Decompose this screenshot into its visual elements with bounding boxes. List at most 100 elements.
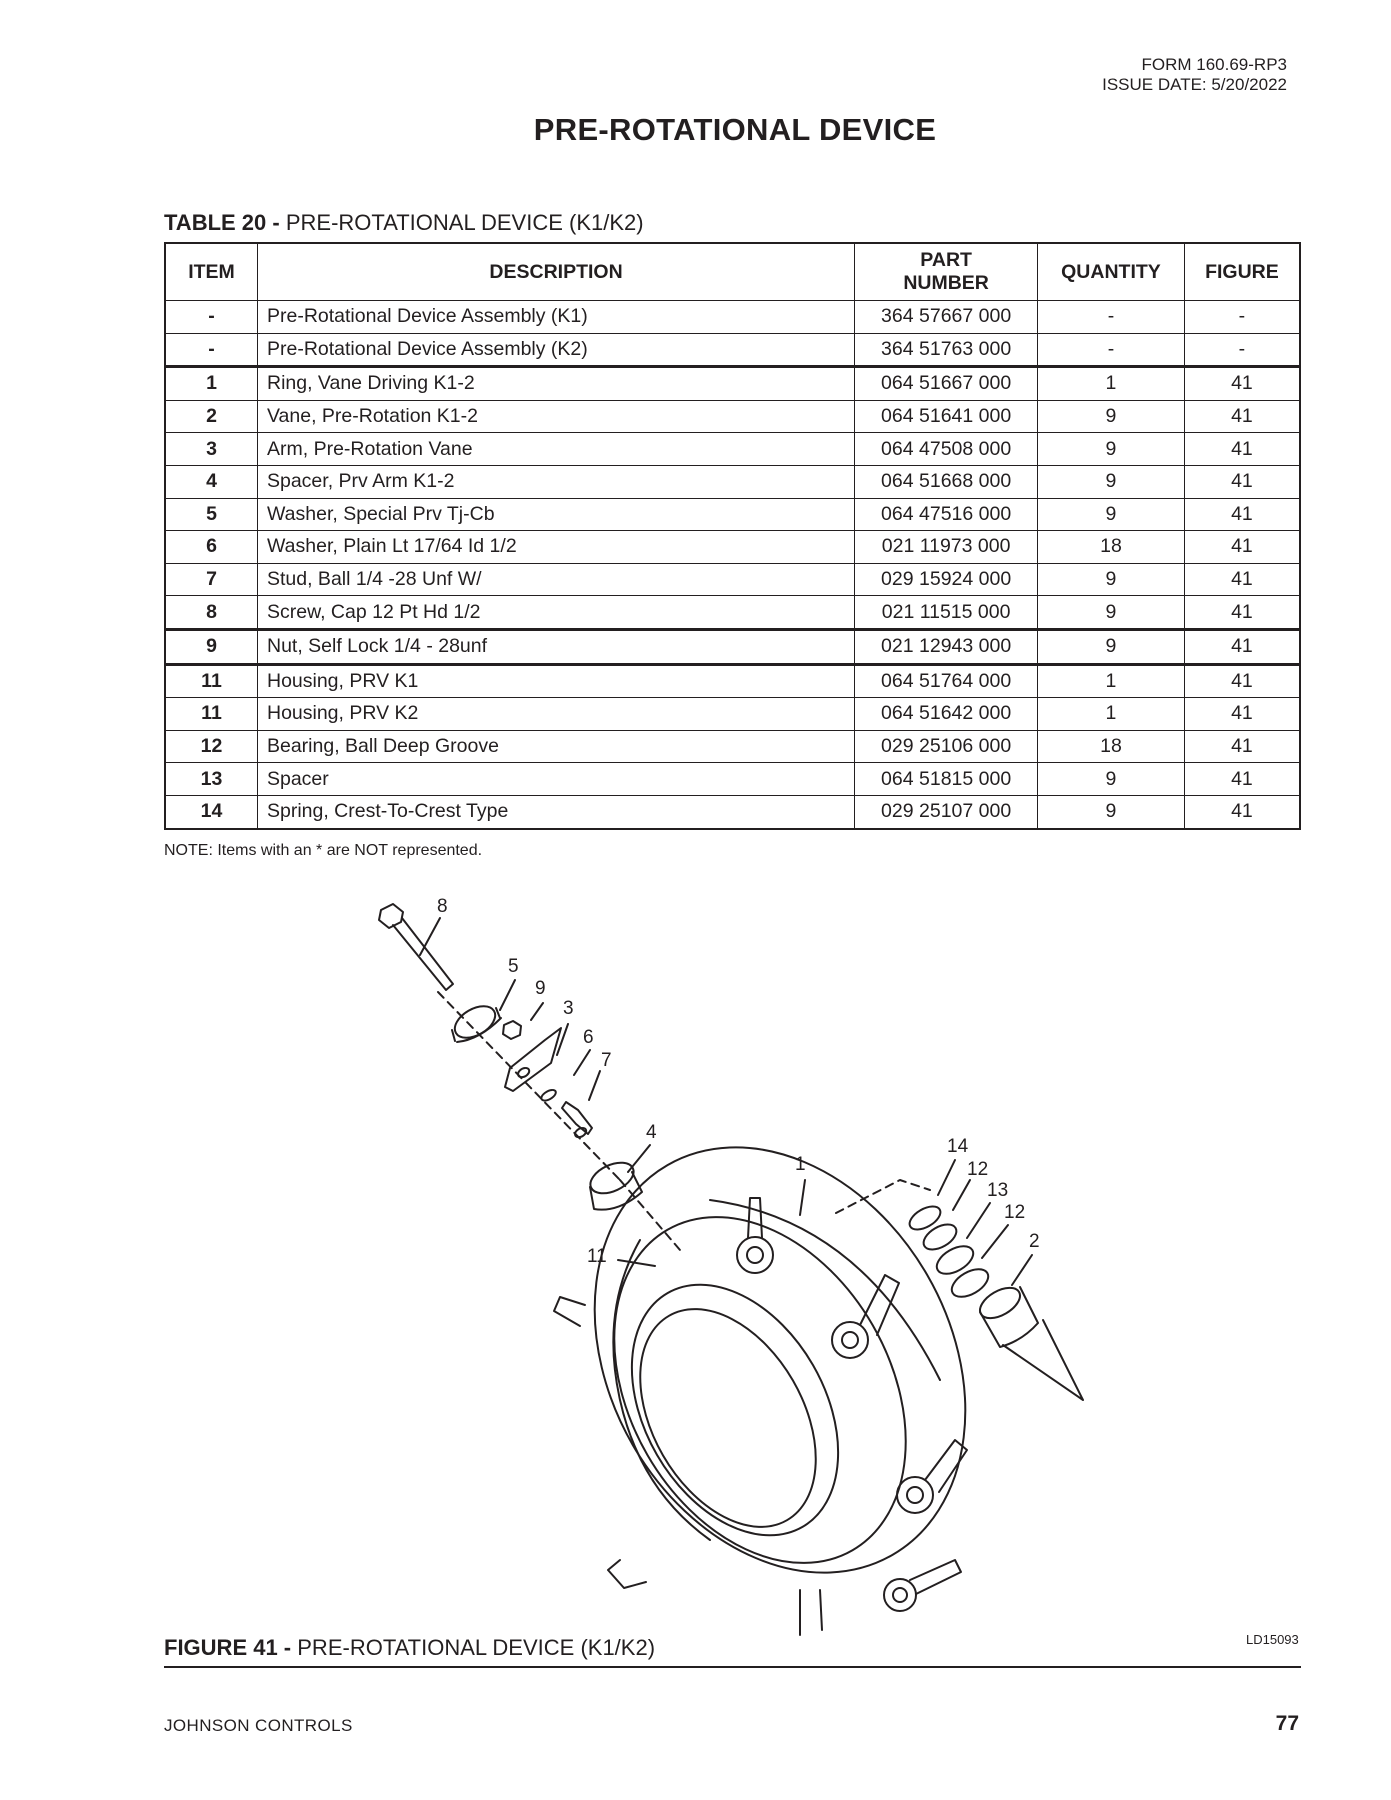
cell-item: 4 [164, 464, 258, 499]
cell-figure: 41 [1183, 562, 1301, 597]
callout-14: 14 [947, 1136, 969, 1157]
figure-caption-text: PRE-ROTATIONAL DEVICE (K1/K2) [291, 1635, 656, 1660]
special-washer-part [451, 1005, 502, 1043]
form-info: FORM 160.69-RP3 ISSUE DATE: 5/20/2022 [1102, 55, 1287, 95]
cell-part-number: 021 12943 000 [854, 627, 1039, 665]
callout-1: 1 [795, 1154, 806, 1175]
leader-lines [419, 917, 1033, 1286]
page-number: 77 [1275, 1712, 1299, 1735]
cell-part-number: 029 25106 000 [854, 729, 1039, 764]
cell-figure: 41 [1183, 662, 1301, 699]
cell-part-number: 064 51668 000 [854, 464, 1039, 499]
cap-screw-part [378, 903, 454, 991]
issue-date: ISSUE DATE: 5/20/2022 [1102, 75, 1287, 94]
cell-item: 11 [164, 697, 258, 731]
cell-quantity: 1 [1037, 697, 1185, 731]
callout-5: 5 [508, 956, 519, 977]
cell-part-number: 364 51763 000 [854, 332, 1039, 368]
table-caption-text: PRE-ROTATIONAL DEVICE (K1/K2) [279, 210, 644, 235]
cell-figure: 41 [1183, 697, 1301, 731]
callout-12b: 12 [1004, 1202, 1025, 1223]
table-caption-label: TABLE 20 - [164, 210, 280, 235]
cell-figure: 41 [1183, 762, 1301, 796]
cell-part-number: 064 47508 000 [854, 432, 1039, 466]
page-title: PRE-ROTATIONAL DEVICE [533, 112, 937, 147]
cell-item: 3 [164, 432, 258, 466]
cell-description: Spring, Crest-To-Crest Type [256, 794, 856, 830]
cell-quantity: 9 [1037, 464, 1185, 499]
cell-figure: 41 [1183, 497, 1301, 532]
cell-description: Spacer, Prv Arm K1-2 [256, 464, 856, 499]
header-quantity: QUANTITY [1037, 242, 1185, 301]
cell-description: Spacer [256, 762, 856, 796]
cell-part-number: 021 11973 000 [854, 530, 1039, 564]
cell-quantity: 18 [1037, 530, 1185, 564]
arm-spacer-part [589, 1161, 643, 1211]
ring-arms [736, 1197, 968, 1612]
cell-item: 11 [164, 662, 258, 699]
table-caption: TABLE 20 - PRE-ROTATIONAL DEVICE (K1/K2) [164, 210, 644, 236]
cell-figure: - [1183, 300, 1301, 334]
cell-description: Housing, PRV K2 [256, 697, 856, 731]
cell-part-number: 364 57667 000 [854, 300, 1039, 334]
cell-description: Stud, Ball 1/4 -28 Unf W/ [256, 562, 856, 597]
table-row: -Pre-Rotational Device Assembly (K2)364 … [164, 332, 1301, 368]
callout-13: 13 [987, 1180, 1008, 1201]
callout-11: 11 [587, 1246, 607, 1267]
table-note: NOTE: Items with an * are NOT represente… [164, 842, 483, 859]
cell-figure: 41 [1183, 432, 1301, 466]
cell-quantity: 9 [1037, 399, 1185, 434]
cell-quantity: 9 [1037, 762, 1185, 796]
callout-8: 8 [437, 896, 448, 917]
cell-description: Nut, Self Lock 1/4 - 28unf [256, 627, 856, 665]
cell-description: Arm, Pre-Rotation Vane [256, 432, 856, 466]
ball-stud-part [561, 1101, 593, 1139]
cell-figure: 41 [1183, 464, 1301, 499]
cell-figure: 41 [1183, 595, 1301, 630]
parts-table-body: -Pre-Rotational Device Assembly (K1)364 … [164, 300, 1301, 830]
cell-quantity: 9 [1037, 432, 1185, 466]
cell-description: Ring, Vane Driving K1-2 [256, 365, 856, 401]
cell-description: Housing, PRV K1 [256, 662, 856, 699]
cell-item: 13 [164, 762, 258, 796]
cell-part-number: 064 51815 000 [854, 762, 1039, 796]
cell-item: - [164, 300, 258, 334]
cell-figure: 41 [1183, 794, 1301, 830]
footer-company: JOHNSON CONTROLS [164, 1716, 353, 1735]
cell-figure: 41 [1183, 399, 1301, 434]
cell-quantity: 9 [1037, 595, 1185, 630]
callout-4: 4 [646, 1122, 657, 1143]
cell-part-number: 064 51764 000 [854, 662, 1039, 699]
callout-6: 6 [583, 1027, 594, 1048]
cell-item: 12 [164, 729, 258, 764]
cell-figure: 41 [1183, 530, 1301, 564]
cell-description: Pre-Rotational Device Assembly (K2) [256, 332, 856, 368]
cell-part-number: 064 51642 000 [854, 697, 1039, 731]
cell-item: 1 [164, 365, 258, 401]
cell-part-number: 064 47516 000 [854, 497, 1039, 532]
cell-figure: 41 [1183, 729, 1301, 764]
footer-divider [164, 1666, 1301, 1668]
vane-arm-part [504, 1027, 562, 1092]
figure-caption-label: FIGURE 41 - [164, 1635, 292, 1660]
cell-item: 14 [164, 794, 258, 830]
cell-description: Bearing, Ball Deep Groove [256, 729, 856, 764]
prv-housing-part [553, 1146, 967, 1636]
header-description: DESCRIPTION [256, 242, 856, 301]
cell-part-number: 064 51667 000 [854, 365, 1039, 401]
